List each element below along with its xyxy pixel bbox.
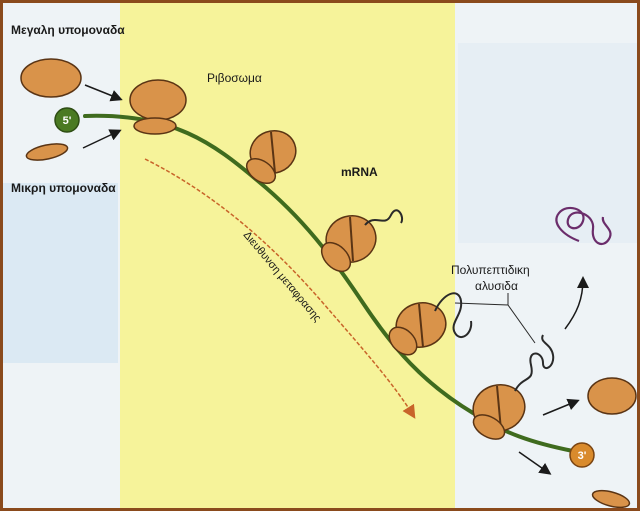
arrow-large-to-ribosome — [85, 85, 120, 99]
ribosome-5 — [468, 335, 553, 444]
background-patch-right — [458, 43, 637, 243]
ribosome-label: Ριβοσωμα — [207, 71, 262, 85]
three-prime-badge: 3' — [570, 443, 594, 467]
large-subunit-label: Μεγαλη υπομοναδα — [11, 23, 125, 37]
released-large-subunit — [588, 378, 636, 414]
five-prime-badge: 5' — [55, 108, 79, 132]
arrow-small-to-ribosome — [83, 131, 119, 148]
translation-diagram: 5' 3' — [3, 3, 637, 508]
highlight-band — [120, 3, 455, 508]
arrow-release-small — [519, 452, 549, 473]
arrow-release-large — [543, 401, 577, 415]
released-small-subunit — [591, 487, 631, 508]
small-subunit-label: Μικρη υπομοναδα — [11, 181, 116, 195]
polypeptide-label-line1: Πολυπεπτιδικη — [451, 263, 530, 277]
free-large-subunit — [21, 59, 81, 97]
mrna-label: mRNA — [341, 165, 378, 179]
background-patch-left — [3, 183, 118, 363]
polypeptide-pointer — [455, 303, 535, 343]
free-small-subunit — [25, 141, 69, 163]
polypeptide-label-line2: αλυσιδα — [475, 279, 518, 293]
three-prime-text: 3' — [578, 450, 587, 462]
release-arrow — [565, 279, 583, 329]
five-prime-text: 5' — [63, 115, 72, 127]
